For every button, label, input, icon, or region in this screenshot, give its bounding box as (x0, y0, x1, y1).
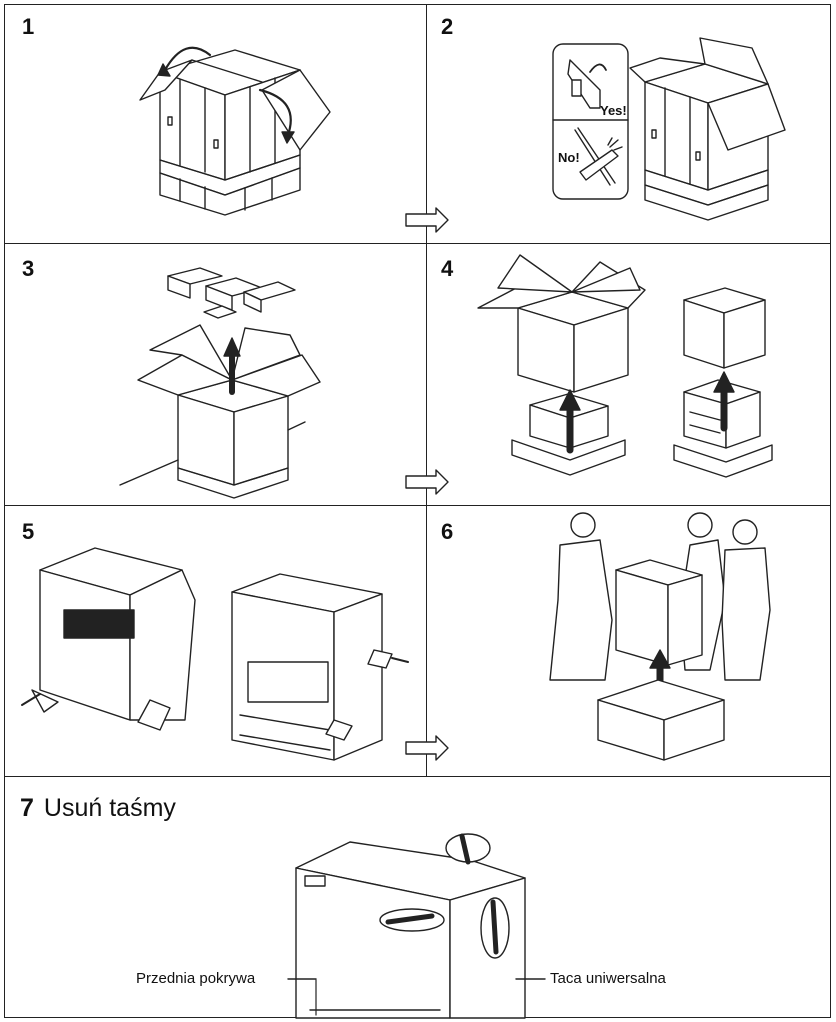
row-divider-1 (4, 243, 831, 244)
row-divider-2 (4, 505, 831, 506)
step-5-printer-rear (21, 547, 196, 731)
step-2-number: 2 (441, 14, 454, 39)
front-cover-label: Przednia pokrywa (136, 970, 256, 987)
column-divider (426, 4, 427, 776)
step-4-number: 4 (441, 256, 454, 281)
mp-tray-label: Taca uniwersalna (550, 970, 666, 987)
step-1-number: 1 (22, 14, 35, 39)
step-2-open-box (629, 37, 786, 221)
step-3-open-box-accessories (119, 267, 321, 499)
step-7-heading: 7 Usuń taśmy (20, 794, 176, 823)
step-5-number: 5 (22, 519, 35, 544)
step-5-printer-front (231, 573, 409, 761)
step-2-inset-callout (552, 43, 629, 200)
step-7-printer-with-tapes (287, 833, 546, 1019)
step-1-boxed-printer (139, 46, 331, 216)
step-3-number: 3 (22, 256, 35, 281)
step-4-printer-on-pallet (673, 287, 773, 478)
row-divider-3 (4, 776, 831, 777)
step-6-number: 6 (441, 519, 454, 544)
step-7-title: Usuń taśmy (43, 794, 176, 822)
step-4-box-lifted (477, 254, 646, 476)
step-7-number: 7 (20, 794, 34, 822)
transition-arrows (405, 207, 449, 761)
step-6-people-lifting (549, 512, 771, 761)
step-2-no-label: No! (558, 150, 580, 165)
step-2-yes-label: Yes! (600, 103, 627, 118)
